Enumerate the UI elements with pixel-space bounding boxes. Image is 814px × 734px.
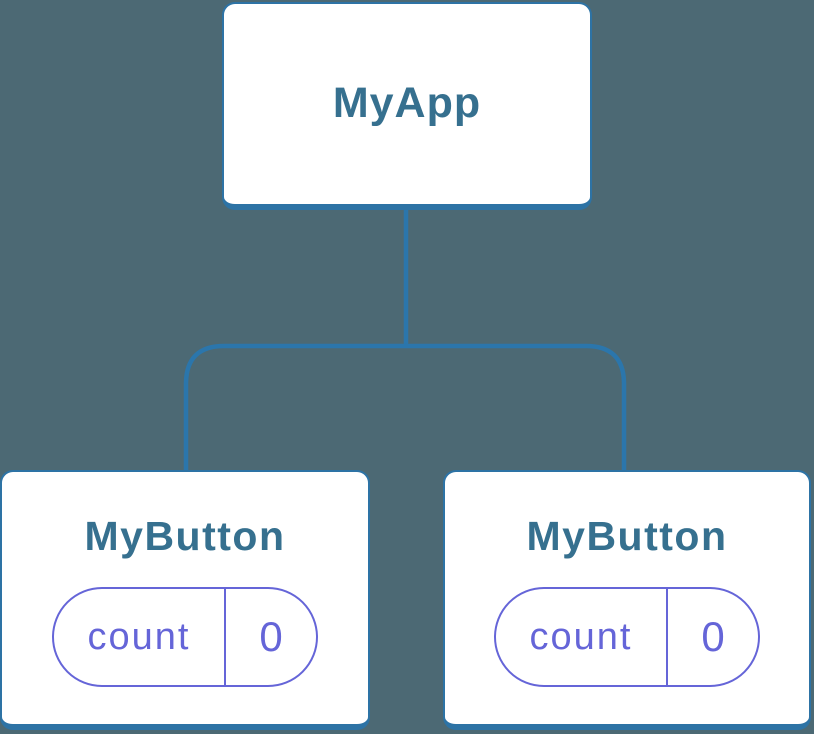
state-pill: count 0 <box>52 587 318 688</box>
state-name: count <box>54 589 226 686</box>
root-node-label: MyApp <box>332 79 482 128</box>
state-name: count <box>496 589 668 686</box>
branch-connector <box>183 343 627 472</box>
state-value: 0 <box>259 613 283 661</box>
child-node-mybutton-right: MyButton count 0 <box>443 470 811 730</box>
root-node-myapp: MyApp <box>222 2 592 210</box>
child-node-mybutton-left: MyButton count 0 <box>0 470 370 730</box>
child-node-label: MyButton <box>526 513 728 559</box>
child-node-label: MyButton <box>84 513 286 559</box>
state-pill: count 0 <box>494 587 760 688</box>
state-value: 0 <box>701 613 725 661</box>
